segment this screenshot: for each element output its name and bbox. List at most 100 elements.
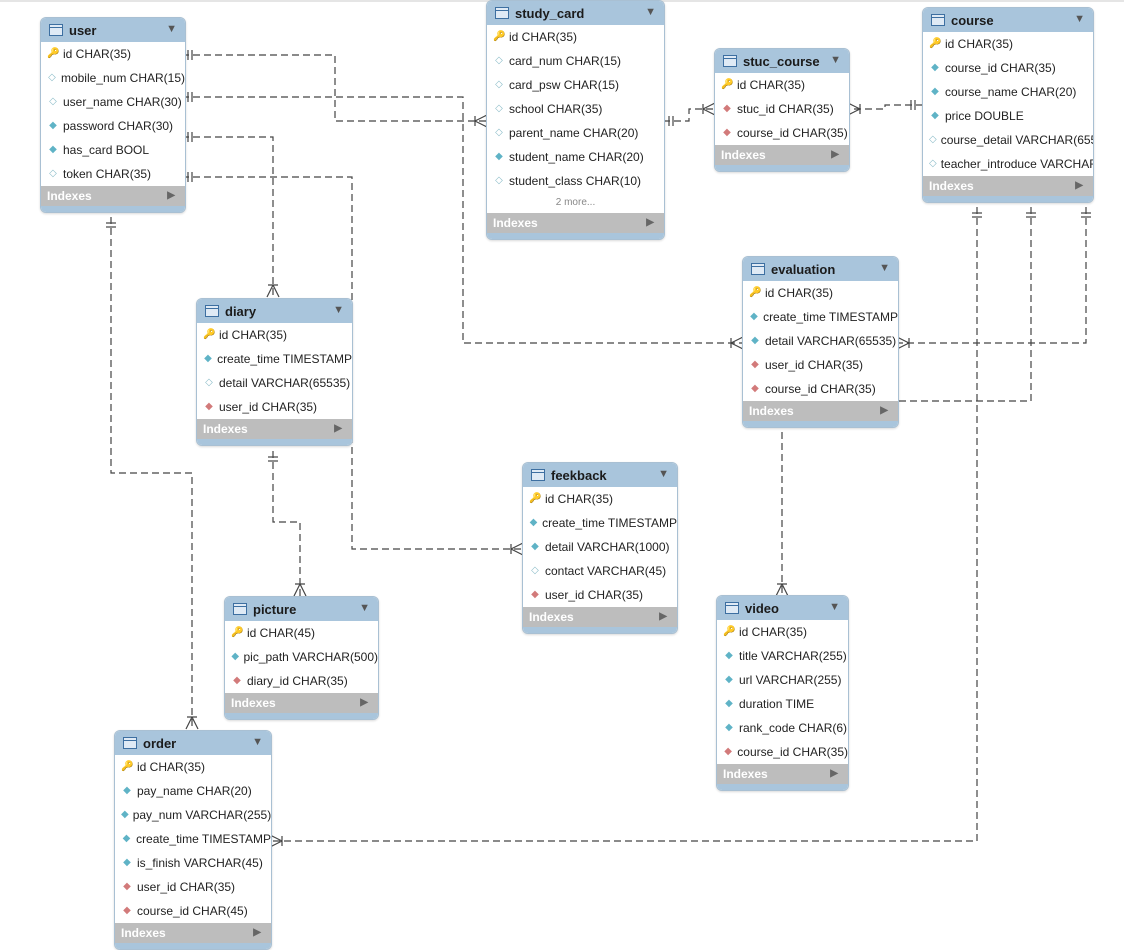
column-row[interactable]: ◇user_name CHAR(30): [41, 90, 185, 114]
rel-user-order[interactable]: [110, 217, 193, 729]
dropdown-arrow-icon[interactable]: ▼: [829, 601, 840, 613]
column-row[interactable]: ◆course_id CHAR(35): [743, 377, 898, 401]
table-user[interactable]: user▼🔑id CHAR(35)◇mobile_num CHAR(15)◇us…: [40, 17, 186, 213]
column-row[interactable]: ◇student_class CHAR(10): [487, 169, 664, 193]
column-row[interactable]: ◆student_name CHAR(20): [487, 145, 664, 169]
dropdown-arrow-icon[interactable]: ▼: [879, 262, 890, 274]
indexes-bar[interactable]: Indexes▶: [487, 213, 664, 233]
rel-user-evaluation[interactable]: [182, 96, 743, 344]
rel-course-order[interactable]: [270, 207, 978, 842]
dropdown-arrow-icon[interactable]: ▼: [359, 602, 370, 614]
expand-arrow-icon[interactable]: ▶: [659, 611, 667, 622]
table-header[interactable]: picture▼: [225, 597, 378, 621]
column-row[interactable]: ◆create_time TIMESTAMP: [743, 305, 898, 329]
rel-course-stuccourse[interactable]: [848, 104, 923, 110]
table-video[interactable]: video▼🔑id CHAR(35)◆title VARCHAR(255)◆ur…: [716, 595, 849, 791]
column-row[interactable]: ◆create_time TIMESTAMP: [197, 347, 352, 371]
table-stuc-course[interactable]: stuc_course▼🔑id CHAR(35)◆stuc_id CHAR(35…: [714, 48, 850, 172]
dropdown-arrow-icon[interactable]: ▼: [658, 468, 669, 480]
rel-course-evaluation-2[interactable]: [897, 207, 1032, 402]
expand-arrow-icon[interactable]: ▶: [646, 217, 654, 228]
column-row[interactable]: ◆course_id CHAR(35): [923, 56, 1093, 80]
table-evaluation[interactable]: evaluation▼🔑id CHAR(35)◆create_time TIME…: [742, 256, 899, 428]
column-row[interactable]: ◆duration TIME: [717, 692, 848, 716]
table-course[interactable]: course▼🔑id CHAR(35)◆course_id CHAR(35)◆c…: [922, 7, 1094, 203]
table-header[interactable]: evaluation▼: [743, 257, 898, 281]
table-diary[interactable]: diary▼🔑id CHAR(35)◆create_time TIMESTAMP…: [196, 298, 353, 446]
expand-arrow-icon[interactable]: ▶: [253, 927, 261, 938]
column-row[interactable]: 🔑id CHAR(35): [715, 73, 849, 97]
dropdown-arrow-icon[interactable]: ▼: [830, 54, 841, 66]
column-row[interactable]: ◆course_id CHAR(45): [115, 899, 271, 923]
column-row[interactable]: ◇card_psw CHAR(15): [487, 73, 664, 97]
column-row[interactable]: ◆user_id CHAR(35): [743, 353, 898, 377]
rel-studycard-stuccourse[interactable]: [663, 108, 715, 122]
indexes-bar[interactable]: Indexes▶: [115, 923, 271, 943]
dropdown-arrow-icon[interactable]: ▼: [166, 23, 177, 35]
table-header[interactable]: feekback▼: [523, 463, 677, 487]
expand-arrow-icon[interactable]: ▶: [830, 768, 838, 779]
expand-arrow-icon[interactable]: ▶: [831, 149, 839, 160]
rel-diary-picture[interactable]: [272, 451, 301, 596]
column-row[interactable]: ◆pay_name CHAR(20): [115, 779, 271, 803]
expand-arrow-icon[interactable]: ▶: [334, 423, 342, 434]
dropdown-arrow-icon[interactable]: ▼: [333, 304, 344, 316]
table-header[interactable]: course▼: [923, 8, 1093, 32]
column-row[interactable]: ◇token CHAR(35): [41, 162, 185, 186]
column-row[interactable]: ◆user_id CHAR(35): [197, 395, 352, 419]
more-columns-link[interactable]: 2 more...: [555, 197, 596, 208]
column-row[interactable]: 🔑id CHAR(35): [197, 323, 352, 347]
column-row[interactable]: 🔑id CHAR(35): [523, 487, 677, 511]
column-row[interactable]: ◆pay_num VARCHAR(255): [115, 803, 271, 827]
rel-course-evaluation[interactable]: [897, 207, 1087, 344]
column-row[interactable]: ◆course_id CHAR(35): [715, 121, 849, 145]
table-picture[interactable]: picture▼🔑id CHAR(45)◆pic_path VARCHAR(50…: [224, 596, 379, 720]
dropdown-arrow-icon[interactable]: ▼: [1074, 13, 1085, 25]
column-row[interactable]: ◆create_time TIMESTAMP: [523, 511, 677, 535]
expand-arrow-icon[interactable]: ▶: [167, 190, 175, 201]
column-row[interactable]: 🔑id CHAR(35): [41, 42, 185, 66]
indexes-bar[interactable]: Indexes▶: [717, 764, 848, 784]
column-row[interactable]: 🔑id CHAR(45): [225, 621, 378, 645]
table-header[interactable]: study_card▼: [487, 1, 664, 25]
column-row[interactable]: ◇contact VARCHAR(45): [523, 559, 677, 583]
column-row[interactable]: ◆is_finish VARCHAR(45): [115, 851, 271, 875]
column-row[interactable]: ◆course_name CHAR(20): [923, 80, 1093, 104]
indexes-bar[interactable]: Indexes▶: [197, 419, 352, 439]
indexes-bar[interactable]: Indexes▶: [743, 401, 898, 421]
dropdown-arrow-icon[interactable]: ▼: [252, 736, 263, 748]
rel-user-study-card[interactable]: [182, 54, 487, 122]
column-row[interactable]: ◆rank_code CHAR(6): [717, 716, 848, 740]
column-row[interactable]: ◆title VARCHAR(255): [717, 644, 848, 668]
column-row[interactable]: 🔑id CHAR(35): [717, 620, 848, 644]
indexes-bar[interactable]: Indexes▶: [715, 145, 849, 165]
column-row[interactable]: ◆detail VARCHAR(1000): [523, 535, 677, 559]
column-row[interactable]: 🔑id CHAR(35): [923, 32, 1093, 56]
rel-user-diary[interactable]: [182, 136, 274, 297]
indexes-bar[interactable]: Indexes▶: [923, 176, 1093, 196]
expand-arrow-icon[interactable]: ▶: [360, 697, 368, 708]
table-header[interactable]: user▼: [41, 18, 185, 42]
table-feekback[interactable]: feekback▼🔑id CHAR(35)◆create_time TIMEST…: [522, 462, 678, 634]
column-row[interactable]: ◆diary_id CHAR(35): [225, 669, 378, 693]
expand-arrow-icon[interactable]: ▶: [1075, 180, 1083, 191]
column-row[interactable]: ◇detail VARCHAR(65535): [197, 371, 352, 395]
column-row[interactable]: ◆stuc_id CHAR(35): [715, 97, 849, 121]
column-row[interactable]: ◆user_id CHAR(35): [115, 875, 271, 899]
column-row[interactable]: ◆create_time TIMESTAMP: [115, 827, 271, 851]
column-row[interactable]: ◇course_detail VARCHAR(655: [923, 128, 1093, 152]
column-row[interactable]: ◇parent_name CHAR(20): [487, 121, 664, 145]
column-row[interactable]: ◆password CHAR(30): [41, 114, 185, 138]
table-header[interactable]: diary▼: [197, 299, 352, 323]
column-row[interactable]: ◇mobile_num CHAR(15): [41, 66, 185, 90]
dropdown-arrow-icon[interactable]: ▼: [645, 6, 656, 18]
table-header[interactable]: order▼: [115, 731, 271, 755]
column-row[interactable]: ◆url VARCHAR(255): [717, 668, 848, 692]
column-row[interactable]: 🔑id CHAR(35): [487, 25, 664, 49]
column-row[interactable]: ◇teacher_introduce VARCHAR: [923, 152, 1093, 176]
table-study-card[interactable]: study_card▼🔑id CHAR(35)◇card_num CHAR(15…: [486, 0, 665, 240]
table-header[interactable]: video▼: [717, 596, 848, 620]
column-row[interactable]: 🔑id CHAR(35): [743, 281, 898, 305]
column-row[interactable]: ◇card_num CHAR(15): [487, 49, 664, 73]
